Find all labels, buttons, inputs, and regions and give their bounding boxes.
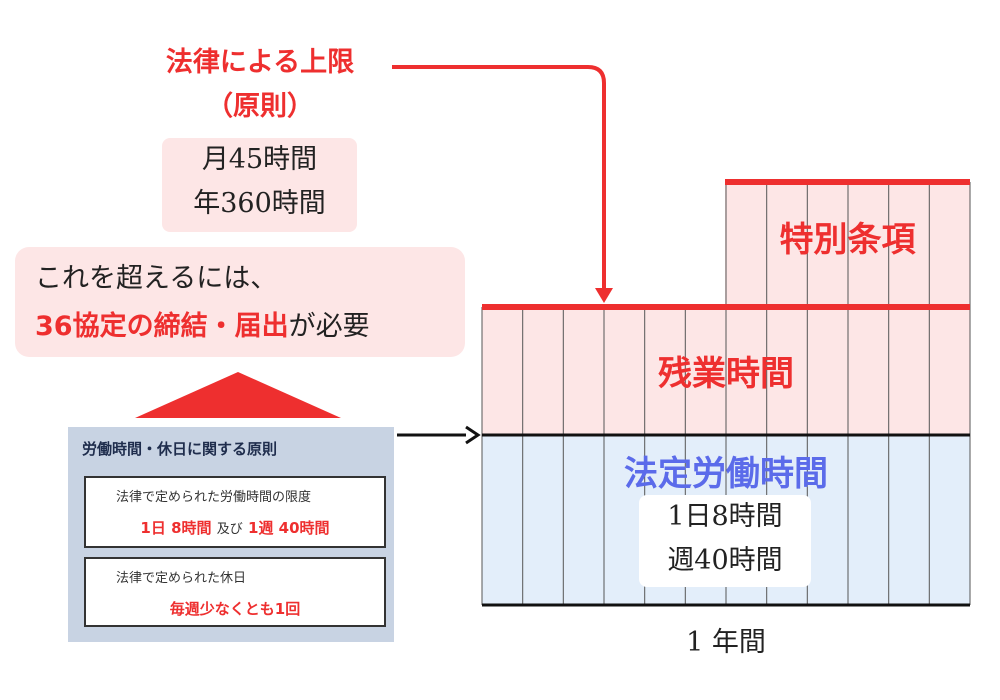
hours-day: 1日 8時間 [140, 519, 212, 537]
hours-week: 1週 40時間 [248, 519, 330, 537]
legal-limit-title: 法律による上限 [165, 47, 355, 78]
callout-highlight: 36協定の締結・届出 [35, 311, 289, 342]
working-hours-label: 法律で定められた労働時間の限度 [116, 490, 312, 505]
yearly-limit: 年360時間 [193, 188, 326, 219]
holiday-label: 法律で定められた休日 [116, 571, 247, 586]
legal-hours-values: 1日8時間 週40時間 [639, 495, 811, 587]
principles-title: 労働時間・休日に関する原則 [82, 440, 278, 458]
callout-tail: が必要 [288, 311, 370, 342]
principles-arrow-head [465, 425, 481, 445]
limit-values-box: 月45時間 年360時間 [162, 138, 357, 232]
legal-limit-subtitle: （原則） [206, 91, 314, 122]
legal-hours-day: 1日8時間 [667, 501, 783, 532]
legal-hours-week: 週40時間 [667, 545, 783, 576]
callout-line1: これを超えるには、 [35, 263, 278, 294]
pointer-triangle [135, 372, 341, 418]
hours-and: 及び [216, 522, 243, 537]
period-label: 1 年間 [686, 627, 766, 658]
working-hours-value: 1日 8時間 及び 1週 40時間 [86, 517, 384, 538]
holiday-value: 毎週少なくとも1回 [169, 600, 301, 618]
callout-line2: 36協定の締結・届出が必要 [35, 303, 465, 351]
overtime-label: 残業時間 [658, 354, 794, 394]
limit-connector-arrow [392, 65, 606, 290]
holiday-card: 法律で定められた休日 毎週少なくとも1回 [84, 557, 386, 627]
limit-arrow-head [595, 288, 613, 303]
special-clause-label: 特別条項 [779, 220, 916, 260]
working-hours-card: 法律で定められた労働時間の限度 1日 8時間 及び 1週 40時間 [84, 476, 386, 548]
agreement-callout: これを超えるには、 36協定の締結・届出が必要 [15, 247, 465, 357]
legal-hours-label: 法定労働時間 [624, 454, 828, 494]
monthly-limit: 月45時間 [201, 144, 318, 175]
